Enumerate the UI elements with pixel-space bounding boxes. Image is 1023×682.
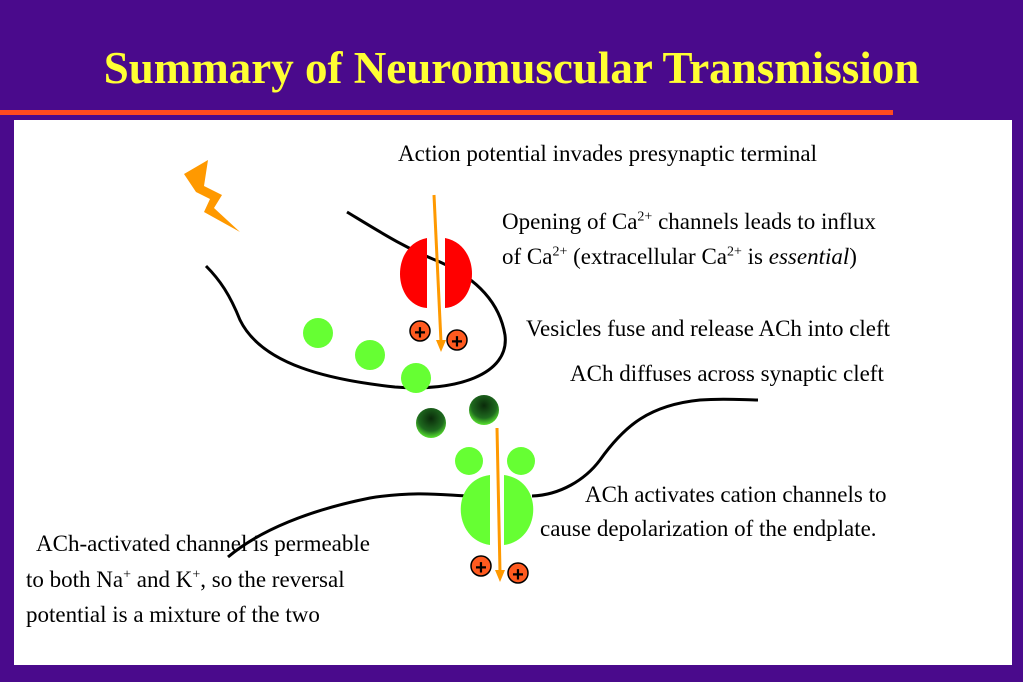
label-permeable-line2: to both Na+ and K+, so the reversal: [26, 567, 345, 592]
ca-channel-left-half: [399, 238, 427, 308]
label-action-potential: Action potential invades presynaptic ter…: [398, 141, 817, 166]
label-ca-channels: Opening of Ca2+ channels leads to influx: [502, 209, 876, 234]
ach-bound: [455, 447, 483, 475]
label-permeable-line1: ACh-activated channel is permeable: [36, 531, 370, 556]
ca-channel-right-half: [445, 238, 473, 308]
label-depolarization: cause depolarization of the endplate.: [540, 516, 877, 541]
ca-influx-arrow: [432, 194, 443, 343]
title-underline: [0, 110, 893, 115]
svg-text:+: +: [512, 564, 524, 586]
cation-ion: +: [470, 555, 492, 579]
ca-ion: +: [409, 320, 431, 344]
cation-influx-arrow-head: [495, 570, 505, 582]
presynaptic-membrane-inner: [204, 210, 507, 390]
label-permeable-line3: potential is a mixture of the two: [26, 602, 320, 627]
vesicle: [355, 340, 385, 370]
label-ach-activates: ACh activates cation channels to: [585, 482, 887, 507]
ach-released: [469, 395, 499, 425]
postsynaptic-membrane: [227, 492, 471, 559]
cation-ion: +: [507, 562, 529, 586]
ach-receptor-right-half: [504, 475, 534, 545]
ca-ion: +: [446, 329, 468, 353]
ach-bound: [507, 447, 535, 475]
page-title: Summary of Neuromuscular Transmission: [103, 43, 920, 93]
cation-influx-arrow: [495, 427, 502, 573]
ca-influx-arrow-head: [436, 340, 446, 352]
ach-released: [416, 408, 446, 438]
postsynaptic-membrane: [531, 397, 759, 498]
lightning-bolt-icon: [184, 160, 240, 232]
vesicle: [401, 363, 431, 393]
label-vesicles-fuse: Vesicles fuse and release ACh into cleft: [526, 316, 891, 341]
svg-text:+: +: [475, 557, 487, 579]
vesicle: [303, 318, 333, 348]
ach-receptor-left-half: [460, 475, 490, 545]
label-ca-influx: of Ca2+ (extracellular Ca2+ is essential…: [502, 244, 857, 269]
svg-text:+: +: [414, 322, 426, 344]
label-ach-diffuses: ACh diffuses across synaptic cleft: [570, 361, 884, 386]
svg-text:+: +: [451, 331, 463, 353]
